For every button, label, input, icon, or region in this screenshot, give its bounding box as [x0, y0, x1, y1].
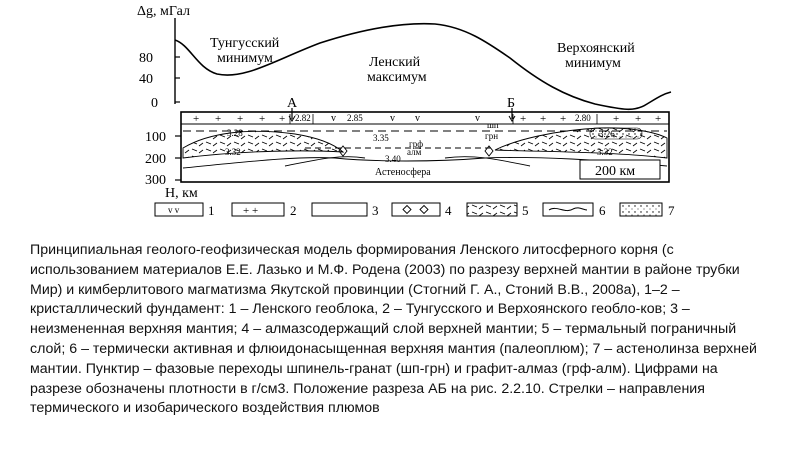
legend-swatch-2-glyph: + +	[243, 205, 258, 217]
svg-text:+: +	[560, 113, 566, 125]
anomaly-label: Тунгусский	[210, 36, 280, 51]
figure-caption: Принципиальная геолого-геофизическая мод…	[30, 241, 770, 419]
svg-text:v: v	[475, 113, 480, 124]
phase-label: алм	[407, 147, 422, 157]
depth-tick: 100	[145, 130, 166, 145]
legend-number: 6	[599, 203, 606, 218]
depth-tick: 300	[145, 173, 166, 188]
anomaly-label: Ленский	[369, 55, 421, 70]
density-label: 2.82	[295, 113, 311, 123]
basement-crosses-left: + + + + +	[193, 113, 285, 125]
density-label: 3.35	[373, 133, 389, 143]
density-label: 2.80	[575, 113, 591, 123]
svg-text:+: +	[279, 113, 285, 125]
svg-text:+: +	[259, 113, 265, 125]
legend-number: 2	[290, 203, 297, 218]
asthenosphere-label: Астеносфера	[375, 167, 431, 178]
anomaly-label: максимум	[367, 70, 427, 85]
anomaly-label: минимум	[565, 56, 621, 71]
caption-text: Принципиальная геолого-геофизическая мод…	[30, 241, 770, 419]
svg-text:+: +	[655, 113, 661, 125]
legend-number: 5	[522, 203, 529, 218]
legend-number: 3	[372, 203, 379, 218]
phase-label: грн	[485, 131, 498, 141]
legend-swatch-4	[392, 203, 440, 216]
diamond-layer-marker	[485, 146, 493, 156]
svg-text:+: +	[215, 113, 221, 125]
svg-text:+: +	[193, 113, 199, 125]
gravity-tick: 40	[139, 72, 153, 87]
svg-text:+: +	[520, 113, 526, 125]
section-point-label: Б	[507, 96, 515, 111]
legend-swatch-7	[620, 203, 662, 216]
gravity-axis-label: Δg, мГал	[137, 4, 190, 19]
legend-swatch-1-glyph: v v	[168, 205, 180, 215]
svg-text:+: +	[237, 113, 243, 125]
svg-text:v: v	[331, 113, 336, 124]
svg-text:+: +	[635, 113, 641, 125]
depth-axis-label: Н, км	[165, 186, 198, 201]
phase-label: шп	[487, 120, 499, 130]
depth-tick: 200	[145, 152, 166, 167]
density-label: 3.32	[597, 147, 613, 157]
density-label: 3.28	[227, 128, 243, 138]
legend: v v 1 + + 2 3 4 5 6 7	[155, 203, 675, 218]
left-thermal-lens	[183, 131, 343, 158]
legend-number: 1	[208, 203, 215, 218]
anomaly-label: минимум	[217, 51, 273, 66]
svg-text:+: +	[540, 113, 546, 125]
anomaly-label: Верхоянский	[557, 41, 635, 56]
geophysical-model-figure: Δg, мГал 80 40 0 Тунгусский минимум Ленс…	[135, 0, 679, 222]
right-stipple-lens	[590, 128, 642, 139]
density-label: 3.32	[225, 147, 241, 157]
density-label: 2.85	[347, 113, 363, 123]
legend-swatch-5	[467, 203, 517, 216]
svg-text:v: v	[415, 113, 420, 124]
gravity-tick: 0	[151, 96, 158, 111]
svg-text:v: v	[390, 113, 395, 124]
svg-text:+: +	[613, 113, 619, 125]
legend-number: 7	[668, 203, 675, 218]
legend-swatch-3	[312, 203, 367, 216]
scale-bar-label: 200 км	[595, 164, 635, 179]
density-label: 3.26	[599, 129, 615, 139]
legend-number: 4	[445, 203, 452, 218]
gravity-tick: 80	[139, 51, 153, 66]
density-label: 3.40	[385, 154, 401, 164]
